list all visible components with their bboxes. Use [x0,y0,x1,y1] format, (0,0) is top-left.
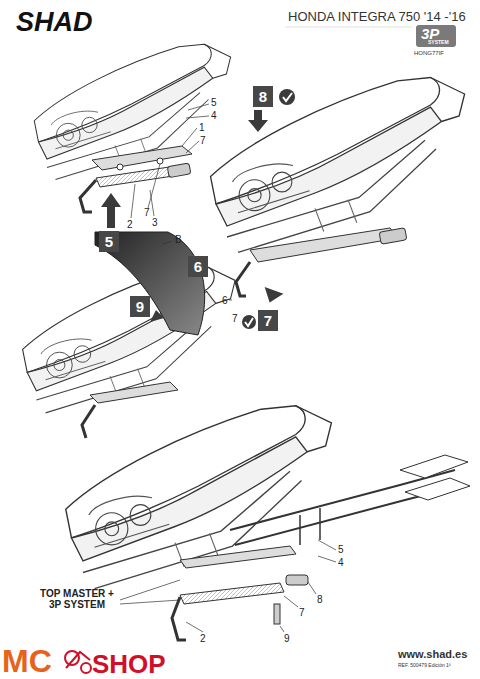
panel-4-part [186,622,203,632]
panel-1-part [131,184,135,218]
watermark: SHOP [92,650,166,679]
step-number: 9 [136,299,144,314]
shop-logo-icon-part [65,651,79,665]
panel-1-part [117,164,123,170]
step-number: 5 [105,234,113,249]
panel-2-part [242,315,256,329]
panel-3-part [95,232,205,335]
callout-number: 4 [211,110,217,121]
step-box: 6 [188,256,208,277]
panel-2 [211,78,465,330]
panel-1-part [80,180,96,212]
panel-1-part [148,164,160,208]
panel-1-part [157,158,163,164]
model-title: HONDA INTEGRA 750 '14 -'16 [288,10,466,24]
callout-number: 6 [222,295,228,306]
panel-4-part [318,556,336,562]
callout-number: 7 [144,207,150,218]
step-box: 7 [258,310,278,331]
panel-1 [34,44,230,228]
system-badge: SYSTEM [428,40,449,46]
panel-4-part [66,406,332,589]
panel-1-part [186,141,199,153]
panel-3 [23,232,236,438]
watermark: MC [2,644,52,679]
panel-4-part [308,582,316,594]
callout-number: 5 [211,97,217,108]
shop-logo-icon-part [66,652,90,668]
panel-2-part [250,228,398,262]
step-box: 9 [130,296,150,317]
callout-number: 4 [338,557,344,568]
step-number: 7 [264,313,272,328]
header-marks-part [416,25,456,47]
panel-4-part [400,455,468,478]
panel-3-part [163,241,172,244]
callout-number: 7 [299,607,305,618]
panel-4-part [120,600,180,604]
callout-number: 7 [232,313,238,324]
callout-number: 1 [199,122,205,133]
panel-4-part [318,540,336,550]
callout-number: 9 [284,633,290,644]
panel-3-part [150,310,164,322]
panel-4-part [230,470,460,545]
panel-4-part [405,478,470,500]
callout-number: 2 [127,219,133,230]
panel-1-part [186,116,209,118]
step-box: 5 [99,231,119,252]
shop-logo-icon [65,651,91,673]
panel-4-part [300,508,320,545]
panel-4-part [180,583,284,604]
panel-4-part [274,604,280,624]
panel-2-part [211,78,465,253]
panel-2-part [245,318,253,326]
panel-4-part [286,575,308,585]
panel-1-part [34,44,230,179]
callout-number: 3 [152,217,158,228]
panel-4-part [180,546,296,568]
panel-4-part [172,597,186,640]
step-box: 8 [253,86,273,107]
website: www.shad.es [398,648,467,660]
shop-logo-icon-part [81,663,91,673]
panel-4-part [120,580,180,600]
panel-2-part [379,228,407,244]
panel-2-part [279,89,295,105]
callout-number: 5 [338,544,344,555]
panel-2-part [260,287,283,306]
panel-1-part [188,104,209,110]
panel-2-part [236,262,250,296]
panel-4-part [284,596,298,607]
panel-1-part [182,128,197,146]
callout-number: 2 [200,633,206,644]
reference: REF. 500479 Edición 1ª [398,663,451,669]
panel-2-part [248,110,268,132]
panel-1-part [167,163,191,178]
kit-note: TOP MASTER + 3P SYSTEM [36,588,118,610]
product-code: HONG77IF [414,50,444,57]
callout-letter: B [175,234,182,245]
step-number: 8 [259,89,267,104]
step-number: 6 [194,259,202,274]
panel-3-part [90,382,178,403]
header-marks-part [285,27,412,28]
panel-4 [66,406,470,640]
panel-1-part [101,193,121,228]
panel-1-part [150,190,154,216]
callout-number: 7 [200,135,206,146]
panel-4-part [280,626,284,632]
panel-2-part [283,93,292,101]
panel-3-part [82,405,95,438]
header-marks [285,25,456,47]
brand-logo: SHAD [16,8,93,38]
callout-number: 8 [317,594,323,605]
